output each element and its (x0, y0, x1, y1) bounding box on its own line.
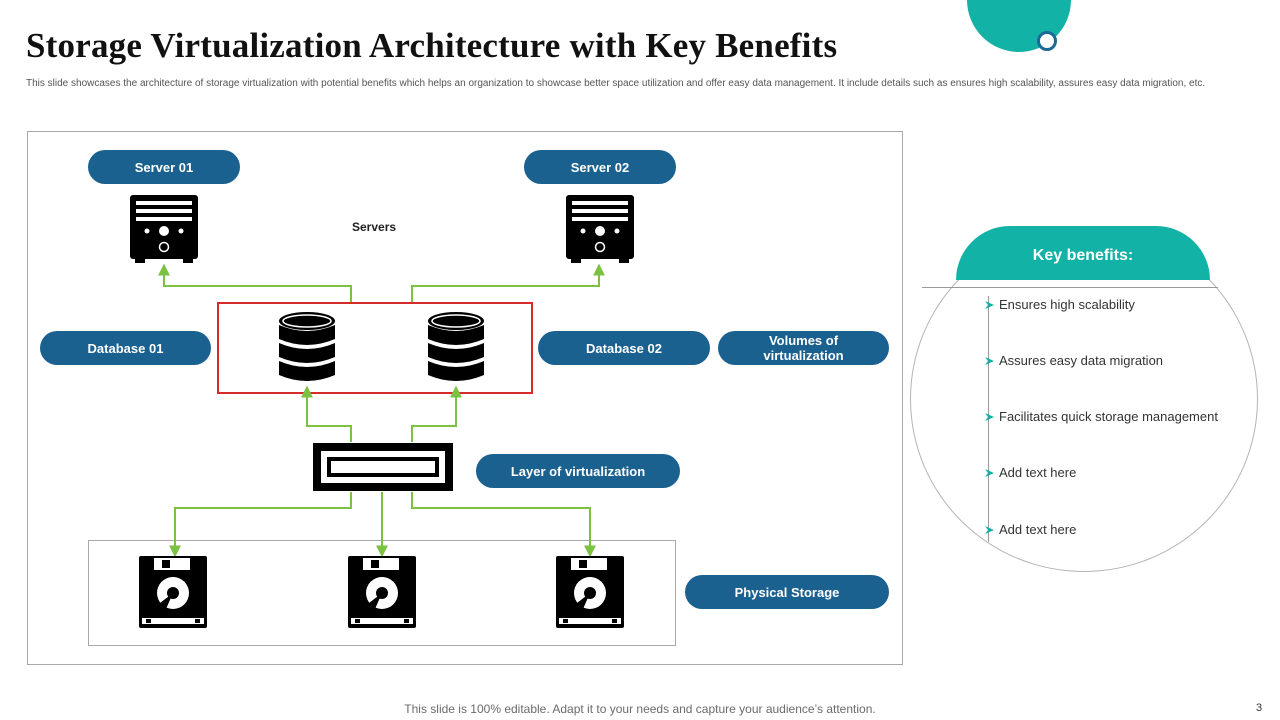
benefit-item: Add text here (984, 465, 1076, 480)
benefit-item: Add text here (984, 522, 1076, 537)
physical-storage-label: Physical Storage (685, 575, 889, 609)
benefit-text: Ensures high scalability (999, 297, 1135, 312)
benefit-item: Ensures high scalability (984, 297, 1135, 312)
slide-title: Storage Virtualization Architecture with… (26, 26, 838, 65)
decorative-ring (1037, 31, 1057, 51)
servers-label: Servers (352, 220, 397, 234)
page-number: 3 (1256, 702, 1263, 714)
slide-subtitle: This slide showcases the architecture of… (26, 78, 1206, 89)
benefits-divider (922, 287, 1218, 288)
tick-bullet-icon (985, 525, 994, 534)
tick-bullet-icon (985, 300, 994, 309)
tick-bullet-icon (985, 468, 994, 477)
server-02-label: Server 02 (524, 150, 676, 184)
server-01-label: Server 01 (88, 150, 240, 184)
virtualization-layer-icon (313, 443, 453, 491)
hard-disk-icon (348, 556, 416, 628)
database-01-label: Database 01 (40, 331, 211, 365)
benefit-text: Assures easy data migration (999, 353, 1164, 368)
database-icon (428, 312, 484, 381)
hard-disk-icon (139, 556, 207, 628)
benefit-text: Add text here (999, 465, 1077, 480)
benefit-text: Facilitates quick storage management (999, 409, 1218, 424)
volumes-of-virtualization-label: Volumes of virtualization (718, 331, 889, 365)
benefit-text: Add text here (999, 522, 1077, 537)
server-icon (130, 195, 198, 263)
benefit-item: Assures easy data migration (984, 353, 1163, 368)
hard-disk-icon (556, 556, 624, 628)
database-icon (279, 312, 335, 381)
benefits-heading: Key benefits: (956, 226, 1210, 280)
tick-bullet-icon (985, 412, 994, 421)
architecture-diagram-frame (27, 131, 903, 665)
database-02-label: Database 02 (538, 331, 710, 365)
benefit-item: Facilitates quick storage management (984, 409, 1218, 424)
database-group-box (217, 302, 533, 394)
footer-note: This slide is 100% editable. Adapt it to… (404, 702, 876, 716)
benefits-timeline-line (988, 296, 989, 542)
tick-bullet-icon (985, 356, 994, 365)
layer-of-virtualization-label: Layer of virtualization (476, 454, 680, 488)
server-icon (566, 195, 634, 263)
